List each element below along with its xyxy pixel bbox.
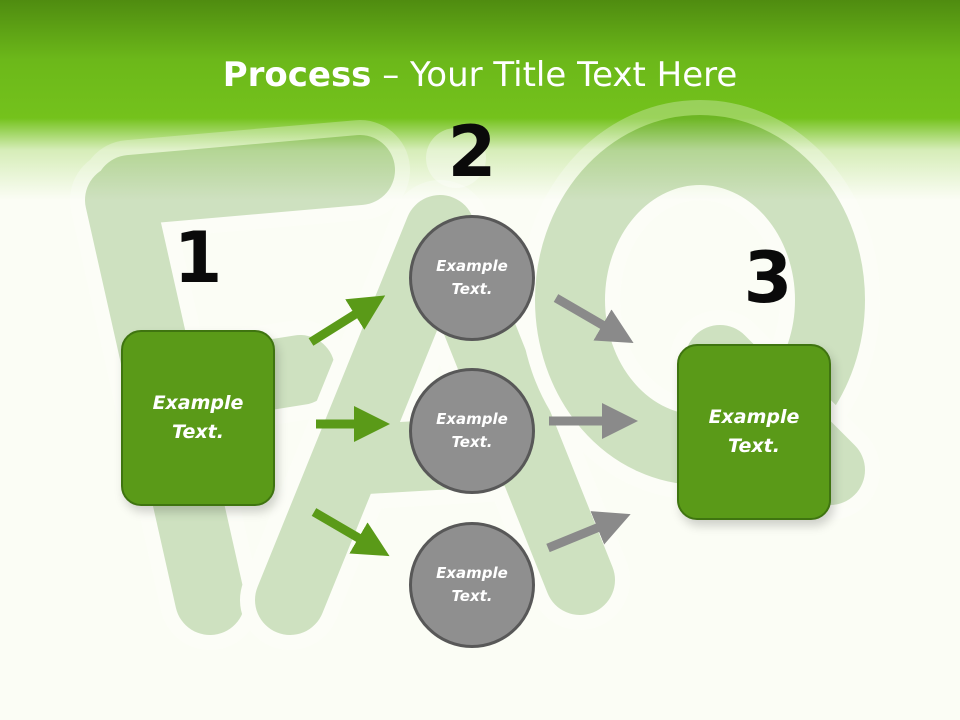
arrow-circle1-to-box3 [553, 294, 634, 344]
arrow-circle3-to-box3 [546, 511, 631, 553]
step-box-3: Example Text. [677, 344, 831, 520]
circle-1-label: Example Text. [436, 257, 508, 298]
step-box-3-label: Example Text. [708, 406, 800, 457]
circle-3-label: Example Text. [436, 564, 508, 605]
step-number-3: 3 [743, 237, 793, 319]
step-number-2: 2 [447, 111, 497, 193]
slide-title: Process – Your Title Text Here [0, 52, 960, 98]
title-rest: – Your Title Text Here [371, 55, 738, 95]
step-number-1: 1 [173, 217, 223, 299]
arrow-box1-to-circle3 [311, 508, 390, 557]
circle-2: Example Text. [409, 368, 535, 494]
circle-3: Example Text. [409, 522, 535, 648]
step-box-1: Example Text. [121, 330, 275, 506]
arrow-box1-to-circle1 [308, 295, 386, 346]
title-bold: Process [222, 55, 372, 95]
circle-2-label: Example Text. [436, 410, 508, 451]
step-box-1-label: Example Text. [152, 392, 244, 443]
circle-1: Example Text. [409, 215, 535, 341]
header-band [0, 0, 960, 200]
